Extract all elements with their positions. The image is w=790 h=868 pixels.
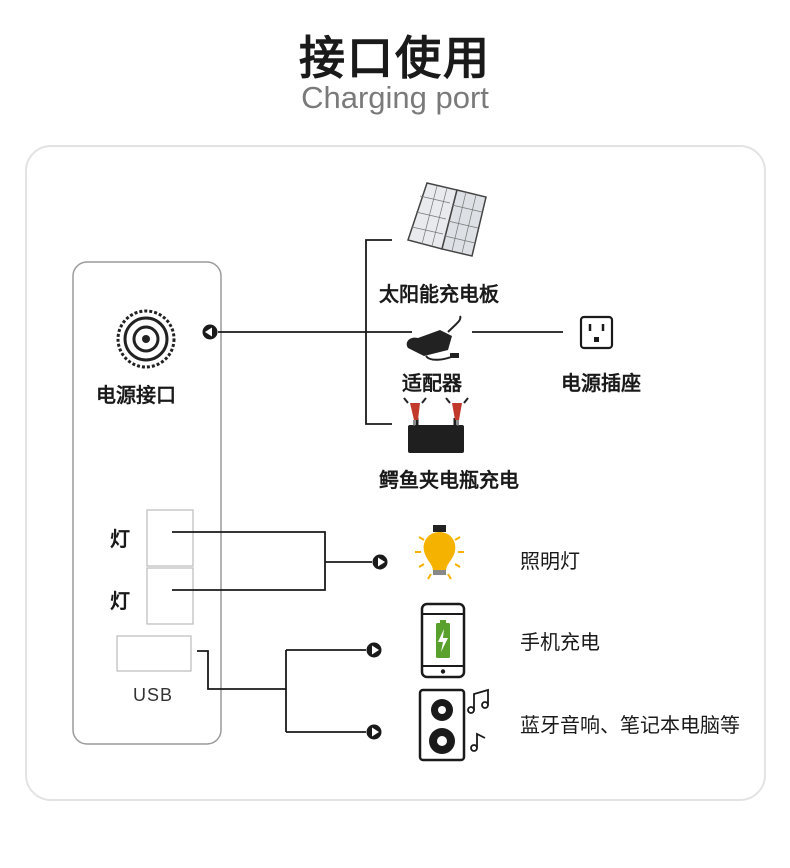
power-port-label: 电源接口 <box>96 383 176 407</box>
phone-output-arrow-icon <box>366 642 382 658</box>
phone-icon <box>420 602 466 679</box>
phone-charging-label: 手机充电 <box>520 630 600 654</box>
solar-panel-label: 太阳能充电板 <box>379 282 499 306</box>
page-subtitle: Charging port <box>301 80 489 115</box>
light-output-line <box>172 531 372 591</box>
music-note-small-icon <box>470 732 486 752</box>
adapter-label: 适配器 <box>402 371 462 395</box>
diagram-card <box>25 145 766 801</box>
solar-panel-icon <box>407 182 487 257</box>
page-title: 接口使用 <box>299 31 491 85</box>
light-port-1 <box>146 509 194 567</box>
alligator-clip-battery-icon <box>403 397 469 453</box>
speaker-icon <box>418 688 466 762</box>
lighting-label: 照明灯 <box>520 549 580 573</box>
speaker-laptop-label: 蓝牙音响、笔记本电脑等 <box>520 713 740 737</box>
music-note-icon <box>467 688 489 714</box>
light-bulb-icon <box>415 525 464 580</box>
alligator-clip-label: 鳄鱼夹电瓶充电 <box>379 468 519 492</box>
wall-socket-label: 电源插座 <box>561 371 641 395</box>
light-port-label-1: 灯 <box>110 527 130 551</box>
input-bracket <box>365 239 392 425</box>
light-port-2 <box>146 567 194 625</box>
usb-output-line <box>197 649 366 733</box>
light-output-arrow-icon <box>372 554 388 570</box>
usb-port <box>116 635 192 672</box>
power-input-arrow-icon <box>202 324 218 340</box>
power-port-icon <box>116 309 176 369</box>
light-port-label-2: 灯 <box>110 589 130 613</box>
adapter-icon <box>406 315 462 361</box>
wall-socket-icon <box>579 315 614 350</box>
usb-port-label: USB <box>133 685 174 705</box>
speaker-output-arrow-icon <box>366 724 382 740</box>
